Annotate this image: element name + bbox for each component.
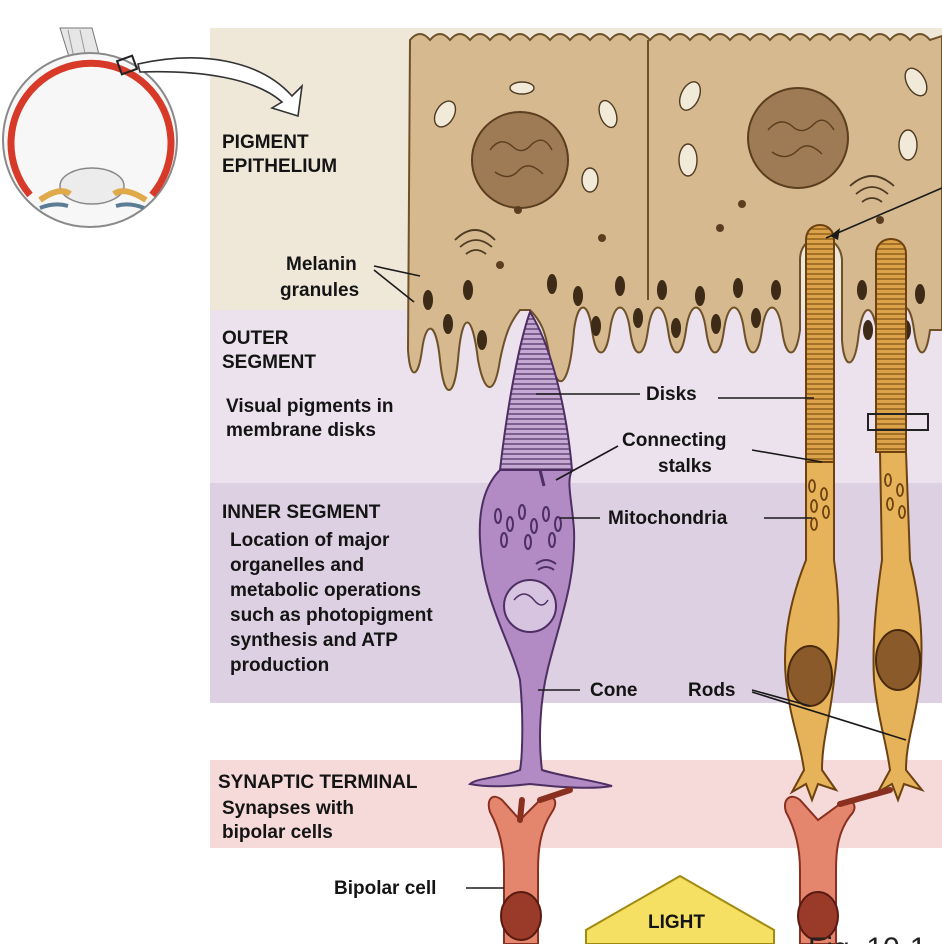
outer-segment-desc-1: Visual pigments in xyxy=(226,396,394,417)
synaptic-terminal-desc-2: bipolar cells xyxy=(222,822,333,843)
inner-segment-desc-2: organelles and xyxy=(230,555,364,576)
inner-segment-desc-3: metabolic operations xyxy=(230,580,421,601)
pigment-epithelium-heading-2: EPITHELIUM xyxy=(222,156,337,177)
cone-label: Cone xyxy=(590,680,638,701)
outer-segment-heading: OUTER xyxy=(222,328,289,349)
outer-segment-desc-2: membrane disks xyxy=(226,420,376,441)
connecting-stalks-label-2: stalks xyxy=(658,456,712,477)
light-label: LIGHT xyxy=(648,912,705,933)
light-arrow xyxy=(585,874,775,944)
figure-number: Fig. 10-1 xyxy=(808,932,926,944)
eye-inset-illustration xyxy=(2,27,304,228)
pigment-epithelium-heading: PIGMENT xyxy=(222,132,309,153)
inner-segment-heading: INNER SEGMENT xyxy=(222,502,381,523)
inner-segment-desc-1: Location of major xyxy=(230,530,390,551)
connecting-stalks-label: Connecting xyxy=(622,430,727,451)
pigment-epithelium-cells xyxy=(406,33,942,391)
bipolar-cell-2 xyxy=(784,787,893,944)
outer-segment-heading-2: SEGMENT xyxy=(222,352,316,373)
bipolar-cell-label: Bipolar cell xyxy=(334,878,436,899)
inner-segment-desc-6: production xyxy=(230,655,329,676)
mitochondria-label: Mitochondria xyxy=(608,508,728,529)
leader-lines xyxy=(373,187,942,889)
synaptic-terminal-heading: SYNAPTIC TERMINAL xyxy=(218,772,418,793)
melanin-granules-label: Melanin xyxy=(286,254,357,275)
inner-segment-desc-5: synthesis and ATP xyxy=(230,630,398,651)
cone-cell xyxy=(467,309,613,789)
synaptic-terminal-desc-1: Synapses with xyxy=(222,798,354,819)
rod-cell-2 xyxy=(867,238,929,803)
inner-segment-desc-4: such as photopigment xyxy=(230,605,433,626)
melanin-granules-label-2: granules xyxy=(280,280,359,301)
rods-label: Rods xyxy=(688,680,736,701)
bipolar-cell-1 xyxy=(487,787,573,944)
disks-label: Disks xyxy=(646,384,697,405)
